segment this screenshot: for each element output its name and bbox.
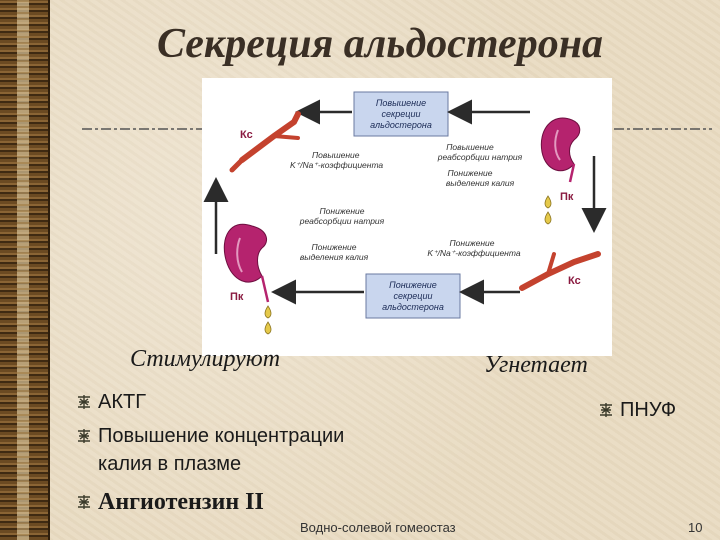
- label-bottom-left-2: реабсорбции натрия: [299, 216, 385, 226]
- bullet-icon: [78, 429, 90, 443]
- label-bottom-left-4: выделения калия: [300, 252, 369, 262]
- label-top-right-1: Повышение: [446, 142, 494, 152]
- inhibit-item-pnuf: ПНУФ: [620, 399, 677, 421]
- label-top-left-2: K⁺/Na⁺-коэффициента: [290, 160, 383, 170]
- stimulate-heading: Стимулируют: [130, 346, 281, 372]
- label-pk-top: Пк: [560, 191, 574, 203]
- stimulate-item-acth: АКТГ: [98, 391, 147, 413]
- box-bottom-line-1: Понижение: [389, 280, 437, 290]
- stimulate-item-potassium-1: Повышение концентрации: [98, 425, 345, 447]
- drop-bottom-1: [264, 305, 272, 319]
- label-top-right-2: реабсорбции натрия: [437, 152, 523, 162]
- label-ks-top: Кс: [240, 129, 253, 141]
- stimulate-item-angiotensin: Ангиотензин II: [98, 489, 264, 515]
- bullet-icon: [78, 495, 90, 509]
- box-top-line-1: Повышение: [376, 98, 426, 108]
- box-increase-secretion: [353, 91, 449, 137]
- box-bottom-line-3: альдостерона: [382, 302, 444, 312]
- blood-vessel-top: [229, 111, 301, 173]
- inhibit-heading: Угнетает: [484, 352, 588, 378]
- drop-bottom-2: [264, 321, 272, 335]
- label-bottom-right-1: Понижение: [450, 238, 495, 248]
- drop-top-2: [544, 211, 552, 225]
- decorative-sidebar: [0, 0, 50, 540]
- label-bottom-left-3: Понижение: [312, 242, 357, 252]
- label-bottom-right-2: K⁺/Na⁺-коэффициента: [427, 248, 520, 258]
- label-top-left-1: Повышение: [312, 150, 360, 160]
- box-decrease-secretion: [365, 273, 461, 319]
- slide-title: Секреция альдостерона: [156, 21, 604, 67]
- kidney-top-right: [540, 117, 581, 183]
- dashed-divider-left: [82, 128, 202, 130]
- page-number: 10: [688, 520, 703, 535]
- bullet-icon: [78, 395, 90, 409]
- label-top-right-3: Понижение: [448, 168, 493, 178]
- blood-vessel-bottom: [519, 251, 601, 291]
- label-pk-bottom: Пк: [230, 291, 244, 303]
- diagram-canvas: Повышение секреции альдостерона Понижени…: [203, 91, 607, 335]
- box-top-line-3: альдостерона: [370, 120, 432, 130]
- bullet-icon: [600, 403, 612, 417]
- stimulate-item-potassium-2: калия в плазме: [98, 453, 242, 475]
- aldosterone-feedback-diagram: Повышение секреции альдостерона Понижени…: [202, 78, 612, 356]
- label-top-right-4: выделения калия: [446, 178, 515, 188]
- kidney-bottom-left: [223, 223, 270, 303]
- label-ks-bottom: Кс: [568, 275, 581, 287]
- label-bottom-left-1: Понижение: [320, 206, 365, 216]
- box-bottom-line-2: секреции: [394, 291, 433, 301]
- box-top-line-2: секреции: [382, 109, 421, 119]
- footer-topic: Водно-солевой гомеостаз: [300, 520, 456, 535]
- dashed-divider-right: [614, 128, 712, 130]
- drop-top-1: [544, 195, 552, 209]
